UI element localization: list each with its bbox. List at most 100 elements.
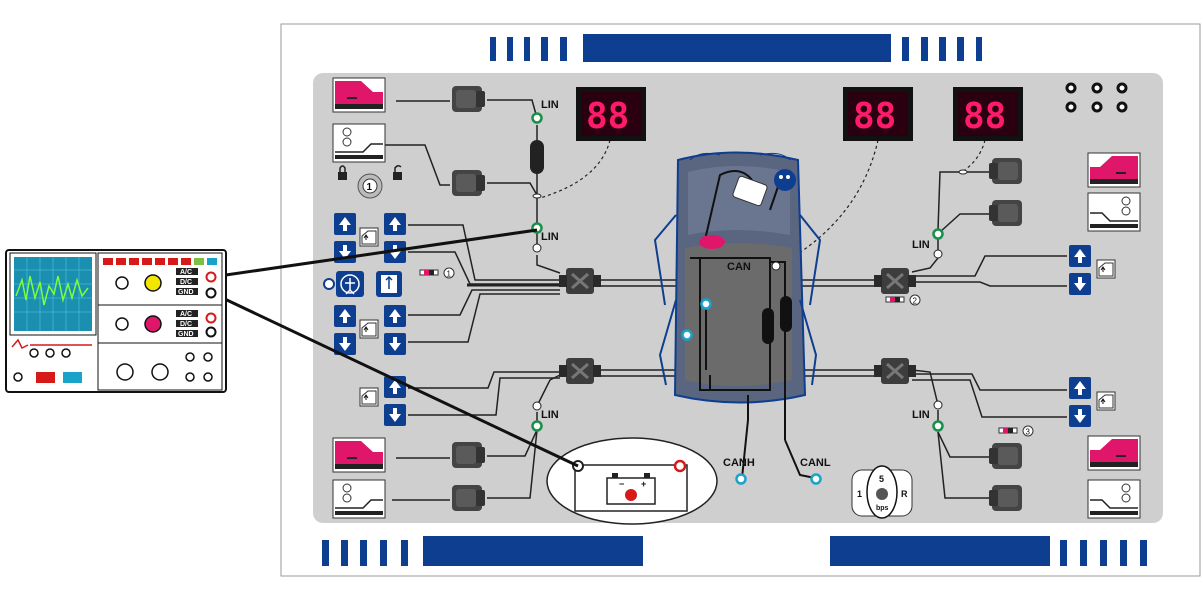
display-right-value: 88 — [963, 96, 1006, 137]
ecu-seat-right-bottom — [989, 443, 1022, 469]
display-center: 88 — [843, 87, 913, 141]
scope-mode-button[interactable] — [63, 372, 82, 383]
test-points[interactable] — [531, 112, 944, 485]
ch2-dc-label: D/C — [180, 321, 192, 328]
display-right: 88 — [953, 87, 1023, 141]
can-node — [771, 261, 781, 271]
window-up-button-rf[interactable] — [1069, 245, 1091, 267]
lin-testpoint-1[interactable] — [531, 112, 543, 124]
fault-marker-2: 2 — [885, 294, 921, 306]
inline-splice-right — [958, 169, 968, 175]
ch2-ground-jack[interactable] — [205, 326, 217, 338]
can-ferrite-2 — [780, 296, 792, 332]
timebase-knob[interactable] — [116, 363, 134, 381]
fault-marker-3: 3 — [998, 425, 1034, 437]
scope-top-buttons[interactable] — [103, 258, 217, 265]
ch1-ground-jack[interactable] — [205, 287, 217, 299]
ch1-volts-knob[interactable] — [115, 276, 129, 290]
battery-fuse-icon — [625, 489, 637, 501]
lin-label-bottom-right: LIN — [912, 409, 930, 421]
seat-icon-right-top — [1087, 152, 1141, 188]
window-up-button-lr-driver[interactable] — [334, 305, 356, 327]
car-dome-icon — [774, 169, 796, 191]
ecu-seat-left-top — [452, 86, 485, 112]
window-down-button-lb[interactable] — [384, 404, 406, 426]
window-down-button-rf[interactable] — [1069, 273, 1091, 295]
window-lock-control[interactable] — [376, 271, 402, 297]
scope-small-knobs[interactable] — [13, 348, 213, 382]
ch2-position-knob[interactable] — [144, 315, 162, 333]
inline-splice-left — [532, 193, 542, 199]
display-left-value: 88 — [586, 96, 629, 137]
baud-selector[interactable]: 5 bps 1 R — [851, 465, 913, 519]
probe-cables — [211, 228, 579, 468]
trigger-knob[interactable] — [151, 363, 169, 381]
window-up-button-rr[interactable] — [1069, 377, 1091, 399]
child-lock-control[interactable] — [323, 271, 364, 297]
seat-memory-icon-right-bottom — [1087, 479, 1141, 519]
seat-memory-icon-left-top — [332, 123, 386, 163]
lin-testpoint-4[interactable] — [932, 228, 944, 240]
window-up-button-lf-driver[interactable] — [334, 213, 356, 235]
lin-node-4 — [933, 400, 943, 410]
lin-testpoint-3[interactable] — [531, 420, 543, 432]
ecu-seat-left-mid — [452, 170, 485, 196]
selector-unit: bps — [876, 505, 889, 512]
scope-logo-icon — [11, 338, 29, 350]
window-up-button-lr[interactable] — [384, 305, 406, 327]
key-position-label: 1 — [367, 182, 373, 193]
selector-icon — [876, 488, 888, 500]
oscilloscope: A/C D/C GND A/C D/C GND — [5, 249, 227, 393]
ch1-gnd-label: GND — [178, 289, 194, 296]
lin-label-mid-left: LIN — [541, 231, 559, 243]
scope-power-button[interactable] — [36, 372, 55, 383]
lin-label-mid-right: LIN — [912, 239, 930, 251]
ecu-seat-left-memory — [452, 485, 485, 511]
battery-plus-label: + — [641, 479, 646, 489]
display-left: 88 — [576, 87, 646, 141]
fault-marker-2-label: 2 — [913, 297, 918, 306]
lin-node-2 — [532, 401, 542, 411]
window-up-button-lf[interactable] — [384, 213, 406, 235]
ecu-seat-right-top — [989, 158, 1022, 184]
window-down-button-rr[interactable] — [1069, 405, 1091, 427]
display-center-value: 88 — [853, 96, 896, 137]
selector-left-label: 1 — [857, 489, 862, 499]
lin-testpoint-5[interactable] — [932, 420, 944, 432]
ch1-position-knob[interactable] — [144, 274, 162, 292]
fault-marker-3-label: 3 — [1026, 428, 1031, 437]
can-testpoint-1[interactable] — [700, 298, 712, 310]
fault-marker-1-label: 1 — [447, 270, 452, 279]
child-lock-led — [323, 278, 335, 290]
ecu-seat-right-memory — [989, 200, 1022, 226]
battery-module: − + — [546, 437, 718, 525]
ch1-input-jack[interactable] — [205, 271, 217, 283]
can-label: CAN — [727, 261, 751, 273]
ch1-coupling-buttons[interactable]: A/C D/C GND — [176, 268, 198, 296]
ch2-ac-label: A/C — [180, 311, 192, 318]
ch2-volts-knob[interactable] — [115, 317, 129, 331]
canh-testpoint[interactable] — [735, 473, 747, 485]
ch2-gnd-label: GND — [178, 331, 194, 338]
canl-label: CANL — [800, 457, 831, 469]
car-steering-icon — [699, 235, 725, 249]
seat-icon-left-top — [332, 77, 386, 113]
window-icon-rr — [1096, 391, 1116, 411]
can-testpoint-2[interactable] — [681, 329, 693, 341]
canh-label: CANH — [723, 457, 755, 469]
battery-positive-jack[interactable] — [673, 459, 687, 473]
window-down-button-lr[interactable] — [384, 333, 406, 355]
fault-marker-1: 1 — [419, 267, 455, 279]
ecu-seat-right-memory-bottom — [989, 485, 1022, 511]
decor-top-bars — [490, 34, 982, 62]
ch2-input-jack[interactable] — [205, 312, 217, 324]
battery-terminal-neg — [612, 473, 618, 478]
dome-dot-2 — [786, 175, 790, 179]
window-icon-lr — [359, 319, 379, 339]
ch2-coupling-buttons[interactable]: A/C D/C GND — [176, 310, 198, 338]
canl-testpoint[interactable] — [810, 473, 822, 485]
decor-bottom-bars — [322, 536, 1147, 566]
lin-label-top-left: LIN — [541, 99, 559, 111]
ch1-dc-label: D/C — [180, 279, 192, 286]
